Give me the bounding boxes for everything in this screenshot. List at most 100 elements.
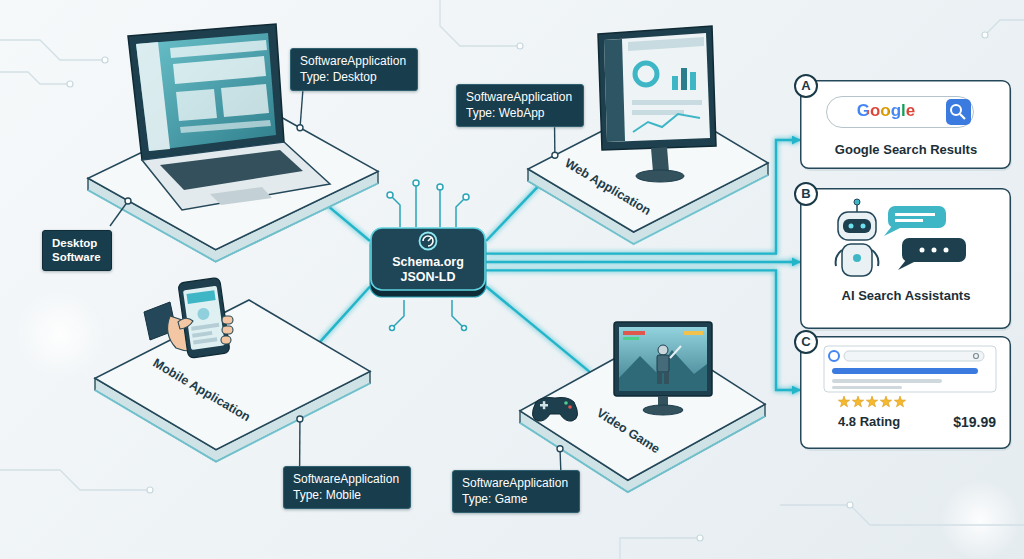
game-screen-illustration xyxy=(658,396,668,408)
ai-robot-illustration xyxy=(920,248,925,253)
card-border xyxy=(801,189,1011,329)
hub-icon xyxy=(387,180,469,331)
hub-icon xyxy=(392,300,404,328)
rich-result-mock xyxy=(852,396,863,407)
ai-robot-illustration xyxy=(944,248,949,253)
rich-result-mock xyxy=(832,386,902,389)
circuit-trace xyxy=(620,538,700,559)
laptop-illustration xyxy=(210,187,272,205)
phone-in-hand-illustration xyxy=(178,318,193,329)
leader-dots xyxy=(125,198,131,204)
data-flow-line xyxy=(320,199,370,241)
data-flow-line xyxy=(486,261,800,263)
platform-label: Video Game xyxy=(594,405,663,456)
hub-icon xyxy=(390,195,400,227)
game-screen-illustration xyxy=(684,331,703,335)
circuit-node xyxy=(847,502,853,508)
hub-label: Schema.org JSON-LD xyxy=(392,255,465,285)
phone-in-hand-illustration xyxy=(178,277,230,358)
circuit-node xyxy=(517,43,523,49)
ai-robot-illustration xyxy=(849,224,854,229)
data-flow-line xyxy=(486,179,545,241)
monitor-illustration xyxy=(633,114,700,132)
monitor-illustration xyxy=(628,37,704,51)
game-screen-illustration xyxy=(619,350,707,391)
price-value: $19.99 xyxy=(953,414,996,431)
card-shadow xyxy=(802,339,1012,451)
phone-in-hand-illustration xyxy=(221,336,231,344)
leader-dots xyxy=(110,125,563,452)
ai-robot-illustration xyxy=(895,219,923,222)
hub-icon xyxy=(420,233,437,250)
rich-result-mock xyxy=(832,379,942,383)
platform-label: Web Application xyxy=(562,156,653,219)
game-controller xyxy=(532,398,577,422)
leader-dots xyxy=(552,152,558,158)
circuit-trace xyxy=(0,470,150,490)
ai-robot-illustration xyxy=(872,250,878,266)
schema-callout: SoftwareApplication Type: Desktop xyxy=(290,48,418,91)
phone-in-hand-illustration xyxy=(183,286,225,350)
hub-icon xyxy=(456,197,466,227)
laptop-illustration xyxy=(136,33,276,151)
monitor-illustration xyxy=(651,147,669,172)
ai-robot-illustration xyxy=(843,219,871,233)
game-screen-illustration xyxy=(614,322,712,396)
hub-icon xyxy=(423,236,433,246)
hub-icon xyxy=(463,194,469,200)
monitor-illustration xyxy=(681,68,687,90)
search-button xyxy=(946,99,971,125)
card-outline xyxy=(800,336,1012,450)
game-controller xyxy=(540,404,548,407)
laptop-illustration xyxy=(170,40,267,58)
ai-robot-illustration xyxy=(853,254,861,262)
rich-result-mock xyxy=(824,346,996,392)
platform-tile: Desktop Software xyxy=(88,100,378,270)
rich-result-mock xyxy=(866,396,877,407)
game-screen-illustration xyxy=(670,346,681,358)
hub-icon xyxy=(390,326,395,331)
soft-glow xyxy=(15,290,105,380)
monitor-illustration xyxy=(598,26,716,182)
search-button xyxy=(960,114,965,119)
monitor-illustration xyxy=(632,100,702,105)
laptop-illustration xyxy=(128,24,284,160)
tile-top xyxy=(520,335,765,480)
ai-robot-illustration xyxy=(898,260,914,270)
ai-robot-illustration xyxy=(895,213,935,216)
badge-letter: B xyxy=(794,182,818,206)
phone-in-hand-illustration xyxy=(168,316,206,351)
laptop-illustration xyxy=(173,56,266,84)
card-title: AI Search Assistants xyxy=(800,288,1012,304)
badge-letter: A xyxy=(794,74,818,98)
search-button xyxy=(951,105,961,115)
platform-tile: Mobile Application xyxy=(95,300,370,470)
tile-side xyxy=(88,171,378,261)
data-flow-line xyxy=(486,287,590,373)
search-logo: Google xyxy=(857,97,916,125)
hub-icon xyxy=(413,180,419,186)
laptop-illustration xyxy=(176,89,217,121)
tile-glow-edge xyxy=(95,383,370,461)
circuit-trace xyxy=(780,505,1024,525)
ai-robot-illustration xyxy=(836,250,842,266)
phone-in-hand-illustration xyxy=(222,316,233,324)
tile-top xyxy=(88,100,378,250)
hub-icon xyxy=(439,190,441,227)
game-screen-illustration xyxy=(623,337,639,340)
hub-icon xyxy=(415,186,417,227)
data-flow-line xyxy=(486,140,800,254)
monitor-illustration xyxy=(632,110,684,115)
search-bar: Google xyxy=(826,96,974,128)
schema-type-label: SoftwareApplication Type: Desktop xyxy=(290,48,418,91)
phone-in-hand-illustration xyxy=(144,277,233,358)
leader-line xyxy=(559,449,561,470)
game-screen-illustration xyxy=(664,372,669,384)
schema-type-label: SoftwareApplication Type: Mobile xyxy=(283,466,411,509)
game-controller xyxy=(543,401,546,409)
tile-outline xyxy=(95,300,370,470)
tile-top xyxy=(95,300,370,450)
rich-result-mock xyxy=(838,396,849,407)
game-screen-illustration xyxy=(657,372,662,384)
laptop-illustration xyxy=(142,142,330,210)
